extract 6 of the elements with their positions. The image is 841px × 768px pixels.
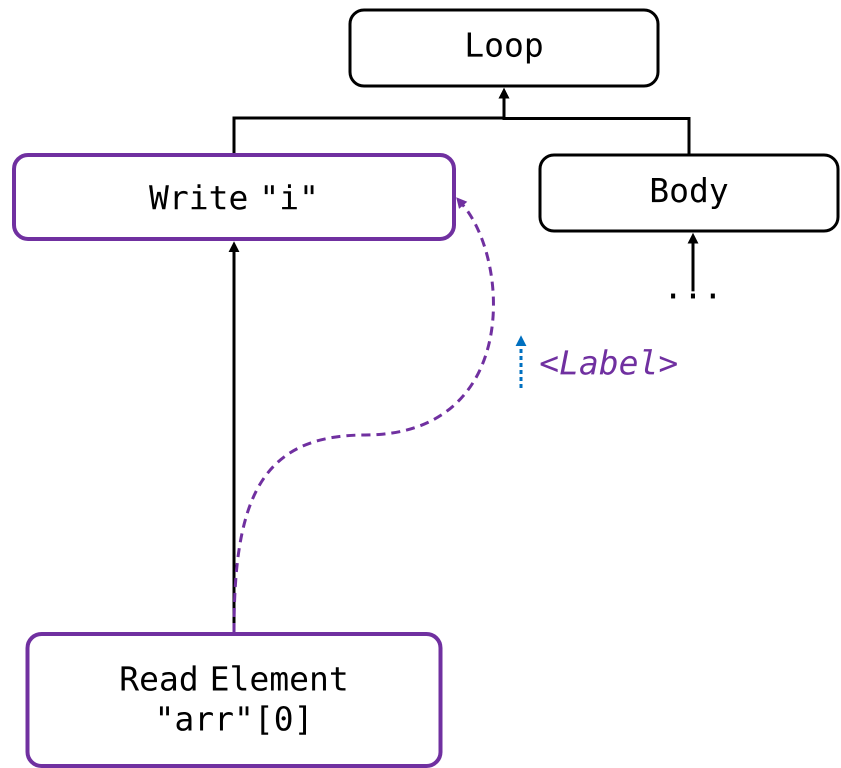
edge-label: <Label>: [538, 348, 680, 376]
process-box: Write "i": [12, 153, 456, 241]
process-box: Read Element "arr"[0]: [26, 632, 442, 768]
process-box: Body: [538, 154, 840, 232]
process-box: Loop: [348, 8, 660, 88]
ellipsis-text: ...: [671, 294, 715, 298]
